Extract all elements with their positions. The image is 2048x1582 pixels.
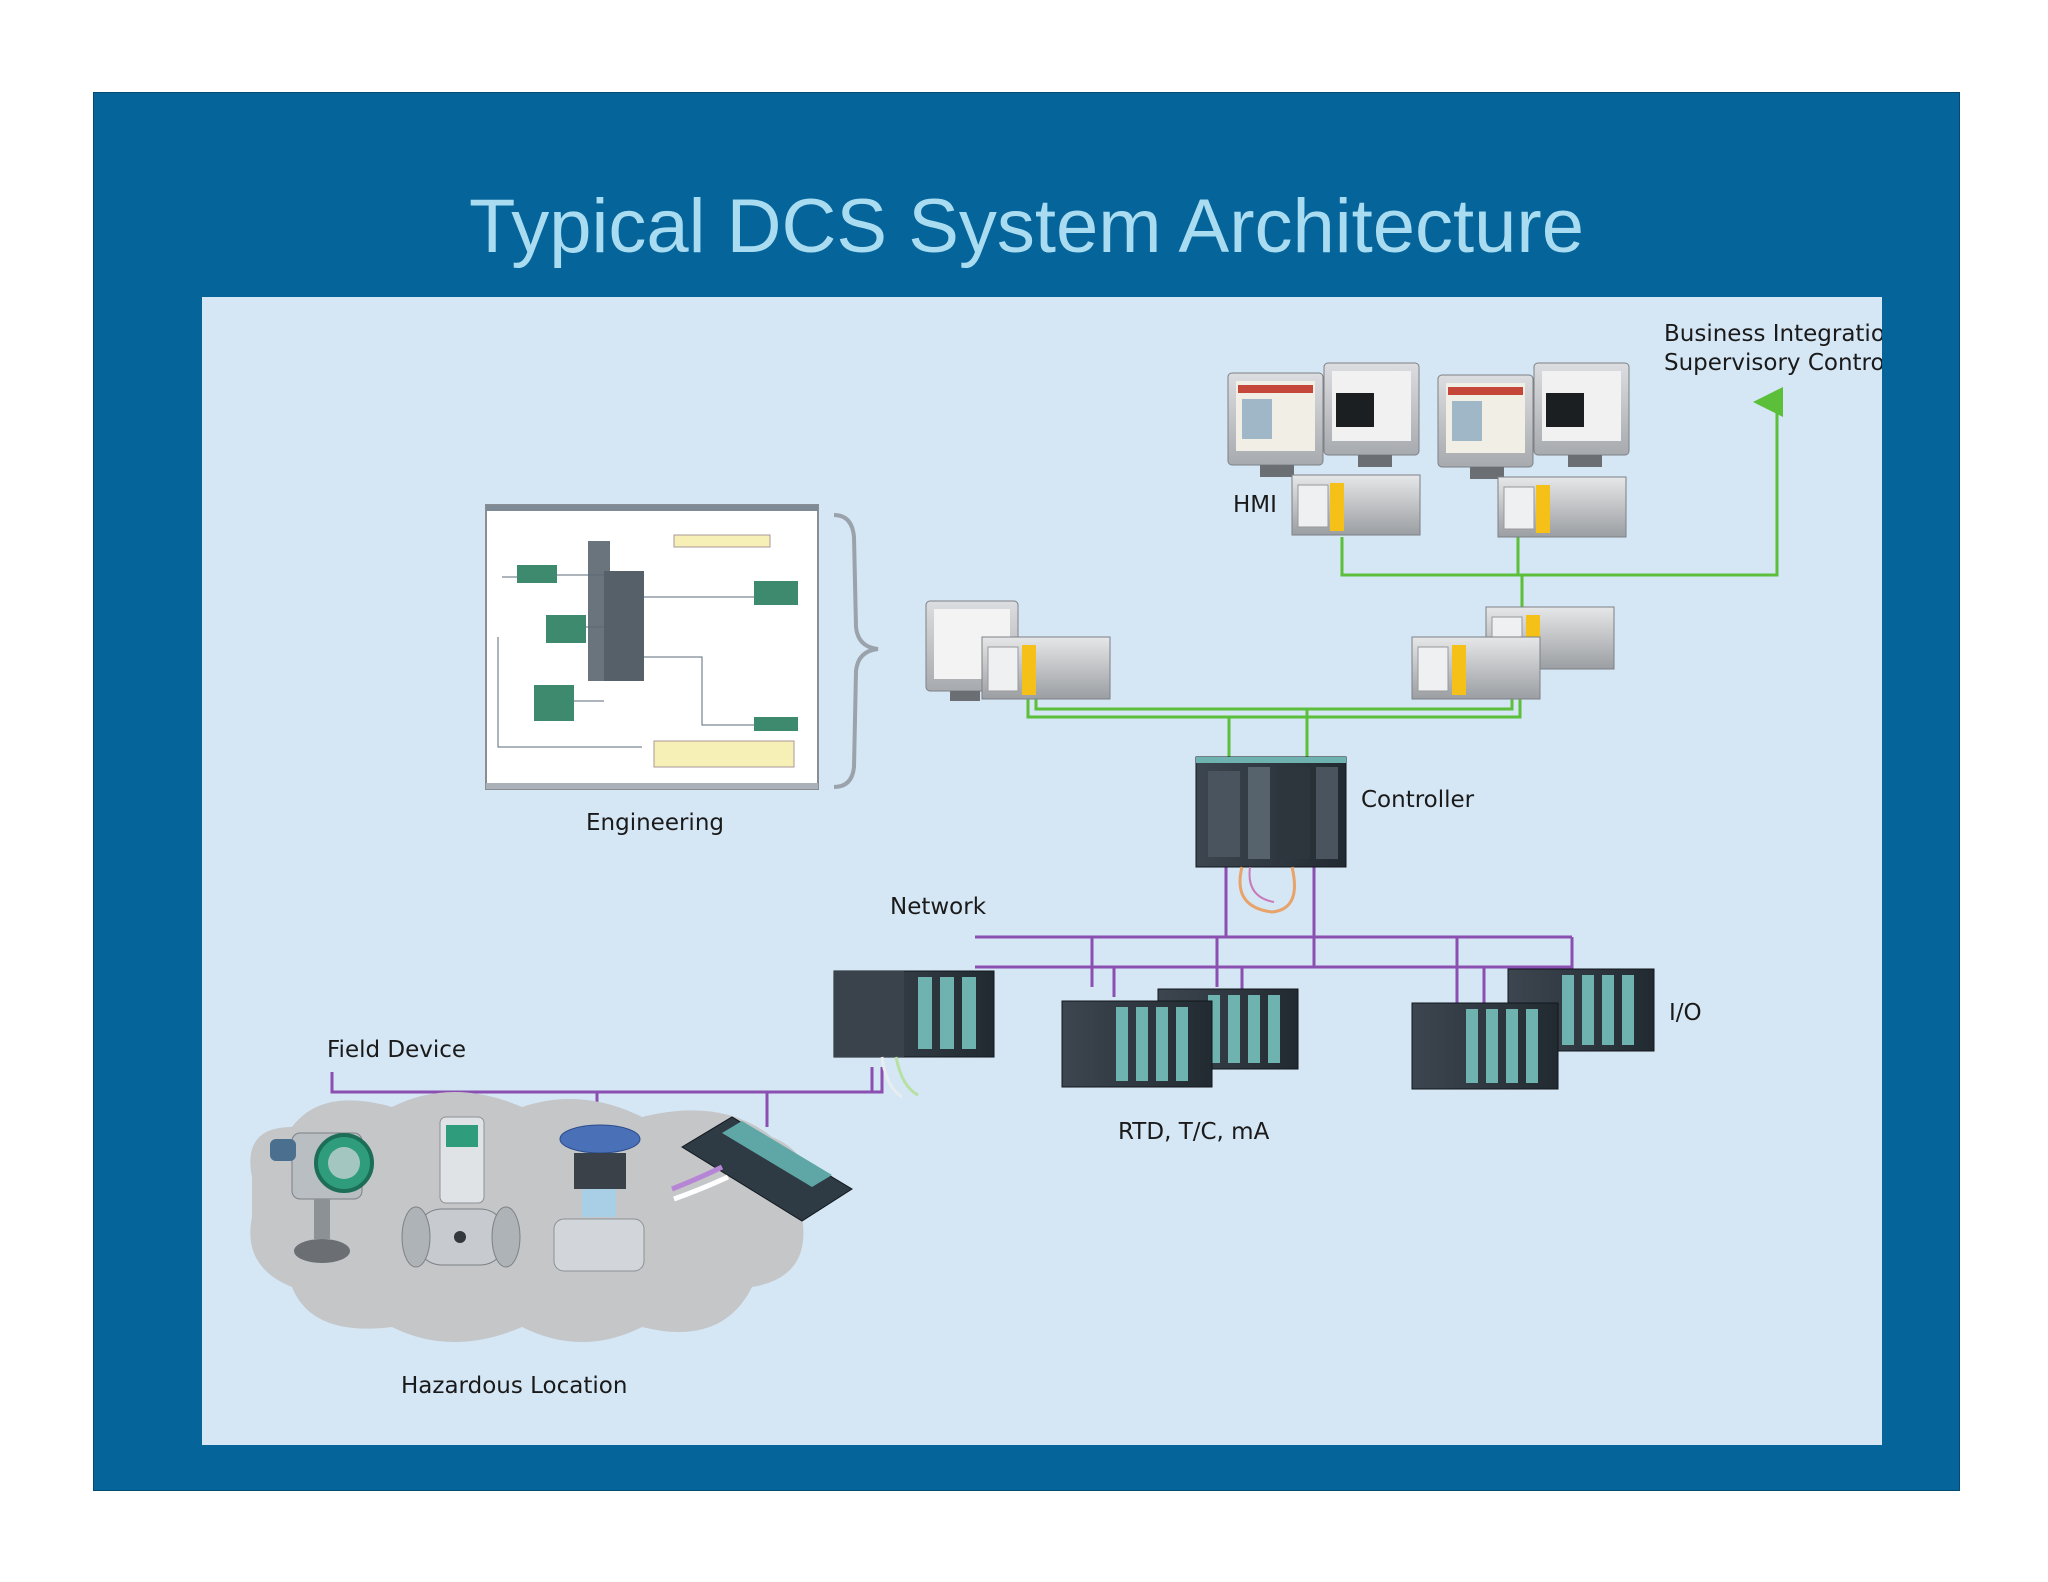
- network-label: Network: [890, 894, 987, 920]
- engineering-workstation-screen: [485, 504, 819, 790]
- monitor-icon: [1227, 372, 1324, 477]
- architecture-diagram: Business Integration Supervisory Control: [202, 297, 1882, 1445]
- monitor-icon: [1323, 362, 1420, 467]
- remote-io-interface: [833, 970, 995, 1099]
- svg-text:Business Integration: Business Integration: [1664, 321, 1882, 347]
- monitor-icon: [1533, 362, 1630, 467]
- operator-server-pair: [1411, 606, 1615, 700]
- svg-text:Supervisory Control: Supervisory Control: [1664, 350, 1882, 376]
- engineering-label: Engineering: [586, 810, 724, 836]
- rtd-label: RTD, T/C, mA: [1118, 1119, 1270, 1145]
- slide-frame: Typical DCS System Architecture: [93, 92, 1960, 1491]
- monitor-icon: [1437, 374, 1534, 479]
- hazardous-area-cloud: [250, 1092, 808, 1342]
- controller-label: Controller: [1361, 787, 1475, 813]
- business-integration-label: Business Integration Supervisory Control: [1664, 321, 1882, 376]
- server-icon: [1291, 474, 1421, 536]
- io-label: I/O: [1669, 1000, 1702, 1026]
- flowmeter-icon: [401, 1116, 521, 1268]
- server-icon: [981, 636, 1111, 700]
- hmi-label: HMI: [1233, 492, 1277, 518]
- controller-rack: [1195, 756, 1347, 914]
- slide-title: Typical DCS System Architecture: [468, 184, 1585, 269]
- io-modules: [1411, 968, 1655, 1090]
- pressure-transmitter-icon: [270, 1132, 374, 1263]
- rtd-io-modules: [1061, 988, 1299, 1088]
- engineering-brace: [833, 513, 879, 789]
- server-icon: [1497, 476, 1627, 538]
- diagram-canvas: Business Integration Supervisory Control: [250, 321, 1882, 1399]
- io-rail-module-icon: [671, 1116, 853, 1222]
- hmi-station-right: [1437, 362, 1630, 538]
- control-valve-icon: [553, 1124, 645, 1272]
- hmi-station-left: [1227, 362, 1421, 536]
- server-icon: [1411, 636, 1541, 700]
- supervisory-network-links: [1026, 387, 1783, 757]
- field-device-label: Field Device: [327, 1037, 466, 1063]
- hazardous-location-label: Hazardous Location: [401, 1373, 627, 1399]
- engineering-station: [925, 600, 1111, 701]
- fieldbus-network-links: [330, 857, 1574, 1137]
